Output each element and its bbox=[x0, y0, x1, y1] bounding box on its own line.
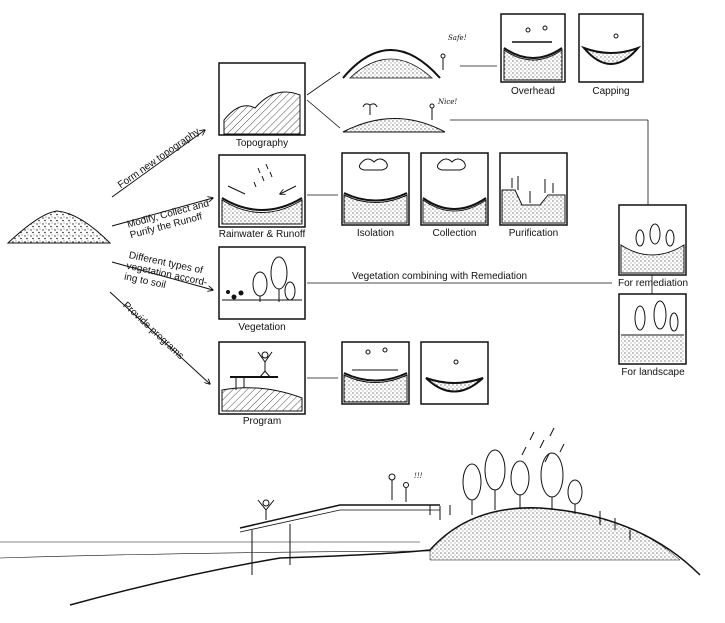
handwritten-safe: Safe! bbox=[448, 34, 467, 42]
remediation-label: For remediation bbox=[612, 278, 694, 289]
overhead-panel bbox=[501, 14, 565, 82]
topography-label: Topography bbox=[219, 138, 305, 149]
section-drawing bbox=[0, 428, 700, 605]
landscape-label: For landscape bbox=[612, 367, 694, 378]
overhead-label: Overhead bbox=[501, 86, 565, 97]
handwritten-nice: Nice! bbox=[438, 98, 457, 106]
program-sub-panel-2 bbox=[421, 342, 488, 404]
rainwater-label: Rainwater & Runoff bbox=[210, 229, 314, 240]
program-sub-panel-1 bbox=[342, 342, 409, 404]
purification-label: Purification bbox=[500, 228, 567, 239]
capping-sketch-safe bbox=[343, 50, 445, 78]
collection-panel bbox=[421, 153, 488, 225]
purification-panel bbox=[500, 153, 567, 225]
isolation-label: Isolation bbox=[342, 228, 409, 239]
isolation-panel bbox=[342, 153, 409, 225]
landscape-panel bbox=[619, 294, 686, 364]
vegetation-panel bbox=[219, 247, 305, 319]
vegetation-connector-label: Vegetation combining with Remediation bbox=[350, 271, 529, 282]
remediation-panel bbox=[619, 205, 686, 275]
capping-sketch-nice bbox=[343, 104, 445, 132]
topography-panel bbox=[219, 63, 305, 135]
capping-label: Capping bbox=[579, 86, 643, 97]
capping-panel bbox=[579, 14, 643, 82]
collection-label: Collection bbox=[421, 228, 488, 239]
source-mound bbox=[8, 211, 110, 243]
vegetation-label: Vegetation bbox=[219, 322, 305, 333]
program-label: Program bbox=[219, 416, 305, 427]
handwritten-exclaim: !!! bbox=[414, 472, 422, 480]
rainwater-panel bbox=[219, 155, 305, 227]
program-panel bbox=[219, 342, 305, 414]
